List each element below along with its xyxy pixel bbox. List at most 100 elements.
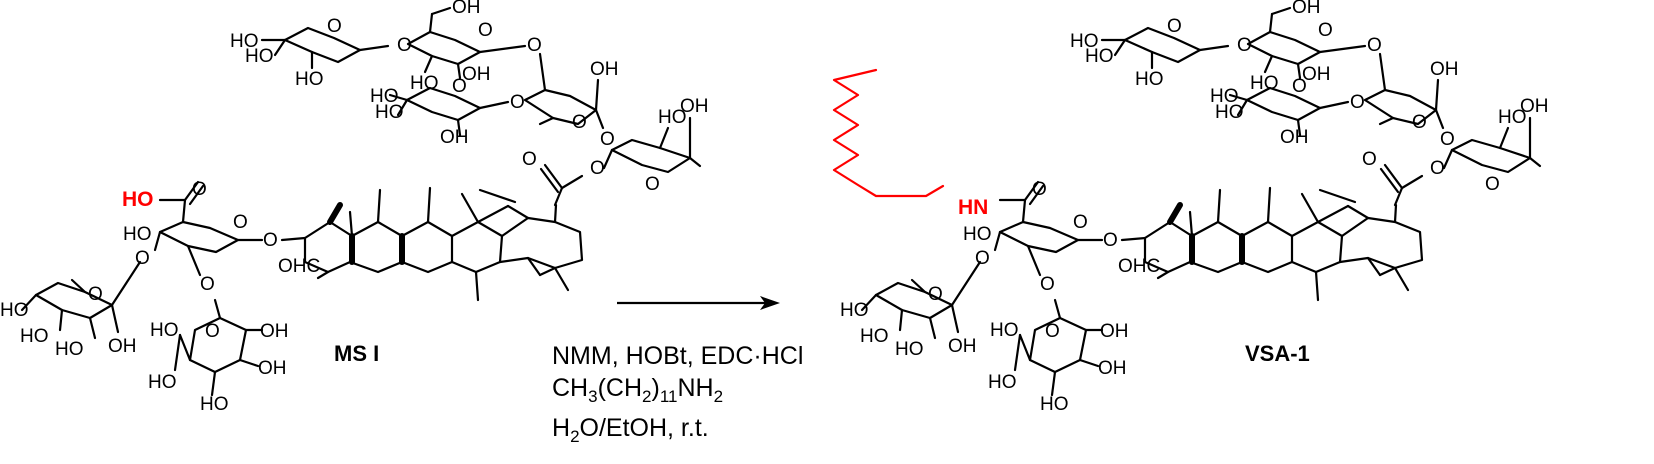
hydroxyl-label: HO [1085,46,1114,67]
hydroxyl-label: HO [840,300,869,321]
ring-oxygen-label: O [233,212,248,233]
glycosidic-oxygen-label: O [600,129,615,150]
ring-oxygen-label: O [1412,112,1427,133]
ring-oxygen-label: O [572,112,587,133]
hydroxyl-label: HO [0,300,29,321]
glycosidic-oxygen-label: O [1040,274,1055,295]
hydroxyl-label: OH [1292,0,1321,18]
reactant-ms-i: HO HO HO O O OH HO OH O O HO [0,0,709,415]
hydroxyl-label: HO [1070,31,1099,52]
hydroxyl-label: OH [108,336,137,357]
hydroxyl-label: OH [590,59,619,80]
hydroxyl-label: HO [1215,102,1244,123]
arrow-head [760,296,780,310]
hydroxyl-label: HO [200,394,229,415]
glycosidic-oxygen-label: O [1350,92,1365,113]
hydroxyl-label: HO [55,339,84,360]
hydroxyl-label: OH [948,336,977,357]
hydroxyl-label: OH [1100,321,1129,342]
hydroxyl-label: OH [1302,64,1331,85]
hydroxyl-label: HO [295,69,324,90]
hydroxyl-label: HO [1135,69,1164,90]
xylose-ring-middle: HO HO OH O O [370,76,525,148]
glycosidic-oxygen-label: O [1237,35,1252,56]
fucose-ring-bottom: O HO HO HO OH [0,260,142,360]
ring-oxygen-label: O [928,284,943,305]
hydroxyl-label: HO [1040,394,1069,415]
hydroxyl-label: OH [452,0,481,18]
hydroxyl-label: HO [860,326,889,347]
reaction-conditions: NMM, HOBt, EDC·HCl CH3(CH2)11NH2 H2O/EtO… [552,342,803,446]
ring-oxygen-label: O [327,16,342,37]
glycosidic-oxygen-label: O [397,35,412,56]
fucose-ring: HO OH O O [1430,96,1549,195]
glycosidic-oxygen-label: O [1367,35,1382,56]
glycosidic-oxygen-label: O [510,92,525,113]
product-label: VSA-1 [1245,341,1310,366]
ring-oxygen-label: O [645,174,660,195]
aldehyde-label: OHC [278,256,320,277]
xylose-ring-top: HO HO HO O [230,16,390,90]
hydroxyl-label: OH [462,64,491,85]
hydroxyl-label: OH [1098,358,1127,379]
hydroxyl-label: HO [963,224,992,245]
fucose-ring: HO OH O O [590,96,709,195]
ring-oxygen-label: O [1073,212,1088,233]
ester-carbonyl: O [1362,149,1424,207]
glycosidic-oxygen-label: O [200,274,215,295]
galactose-ring-bottom: O OH HO HO HO OH [988,298,1129,415]
glycosidic-oxygen-label: O [527,35,542,56]
hydroxyl-label: HO [658,107,687,128]
ester-oxygen-label: O [590,158,605,179]
ring-oxygen-label: O [1045,321,1060,342]
ether-oxygen-label: O [263,230,278,251]
hydroxyl-label: HO [1210,86,1239,107]
hydroxyl-label: HO [230,31,259,52]
xylose-ring-top: HO HO HO O [1070,16,1230,90]
glucuronamide-ring: HN O HO O O O [958,179,1104,295]
hydroxyl-label: HO [370,86,399,107]
hydroxyl-label: HO [150,320,179,341]
hydroxyl-label: HO [20,326,49,347]
hydroxyl-label: HO [245,46,274,67]
rhamnose-ring: OH O O [523,52,619,150]
glycosidic-oxygen-label: O [1440,129,1455,150]
xylose-ring-middle: HO HO OH O O [1210,76,1365,148]
glucuronic-acid-ring: HO O HO O O O [122,179,264,295]
conditions-solvent: H2O/EtOH, r.t. [552,414,709,446]
carbonyl-oxygen-label: O [1032,179,1047,200]
dodecyl-chain [832,68,945,198]
conditions-amine: CH3(CH2)11NH2 [552,374,723,406]
hydroxyl-label: HO [895,339,924,360]
product-vsa-1: HO HO HO O O OH HO OH O O HO HO [832,0,1549,415]
fucose-ring-bottom: O HO HO HO OH [840,260,982,360]
ring-oxygen-label: O [205,321,220,342]
ring-oxygen-label: O [1318,20,1333,41]
carbonyl-oxygen-label: O [192,179,207,200]
ring-oxygen-label: O [478,20,493,41]
acid-hydroxyl-label: HO [122,188,154,211]
hydroxyl-label: OH [680,96,709,117]
hydroxyl-label: HO [148,372,177,393]
galactose-ring-bottom: O OH HO HO HO OH [148,298,289,415]
ring-oxygen-label: O [88,284,103,305]
carbonyl-oxygen-label: O [522,149,537,170]
triterpene-core: O OHC [263,186,584,302]
conditions-reagents: NMM, HOBt, EDC·HCl [552,342,803,370]
reaction-arrow-group [617,296,780,310]
hydroxyl-label: HO [123,224,152,245]
ring-oxygen-label: O [1292,76,1307,97]
hydroxyl-label: OH [1430,59,1459,80]
ester-oxygen-label: O [1430,158,1445,179]
aldehyde-label: OHC [1118,256,1160,277]
hydroxyl-label: OH [260,321,289,342]
hydroxyl-label: OH [258,358,287,379]
ring-oxygen-label: O [1167,16,1182,37]
carbonyl-oxygen-label: O [1362,149,1377,170]
ester-carbonyl: O [522,149,584,207]
rhamnose-ring: OH O O [1363,52,1459,150]
ring-oxygen-label: O [1485,174,1500,195]
hydroxyl-label: OH [440,127,469,148]
glucose-ring-top: O OH HO OH O O [1237,0,1382,94]
